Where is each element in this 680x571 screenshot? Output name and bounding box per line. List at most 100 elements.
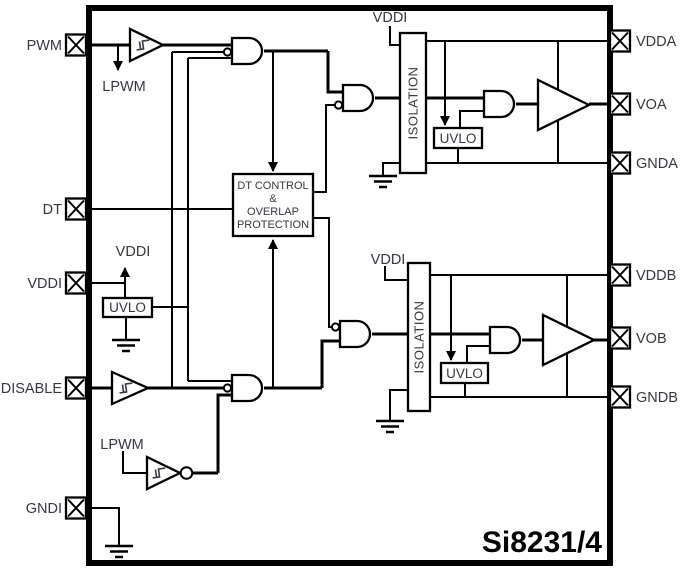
pin-x-icon bbox=[67, 35, 85, 55]
pin-x-icon bbox=[67, 273, 85, 293]
invert-bubble bbox=[330, 322, 341, 332]
wire-b1-out bbox=[264, 339, 340, 390]
pin-label-pwm: PWM bbox=[27, 38, 62, 54]
pin-vddb bbox=[608, 263, 632, 287]
pin-gnda bbox=[608, 151, 632, 175]
pin-vdda bbox=[608, 29, 632, 53]
wire-dtcontrol-to-a2 bbox=[313, 104, 335, 193]
pin-disable bbox=[64, 376, 88, 400]
isolation-b-text: ISOLATION bbox=[412, 301, 427, 374]
hysteresis-icon bbox=[119, 382, 133, 394]
gates bbox=[110, 27, 597, 491]
pin-x-icon bbox=[67, 199, 85, 219]
hysteresis-icon bbox=[136, 39, 150, 51]
pin-vddi bbox=[64, 271, 88, 295]
and-gate-b3 bbox=[488, 325, 522, 355]
output-driver-b bbox=[541, 313, 597, 367]
pin-label-vddb: VDDB bbox=[636, 268, 676, 284]
dt-control-text-1: DT CONTROL bbox=[237, 180, 308, 192]
invert-bubble bbox=[179, 466, 194, 480]
part-number: Si8231/4 bbox=[482, 526, 602, 559]
net-label-lpwm-top: LPWM bbox=[102, 79, 146, 95]
wire-vddi-stub-a bbox=[389, 26, 400, 46]
wire-lpwm-bottom-feed bbox=[122, 451, 147, 474]
pin-label-voa: VOA bbox=[636, 97, 667, 113]
invert-bubble bbox=[222, 383, 233, 393]
net-label-vddi-iso-b: VDDI bbox=[371, 252, 406, 268]
wire-uvlo-b-feed bbox=[466, 345, 490, 363]
isolation-a-block: ISOLATION bbox=[398, 31, 428, 175]
wire-inverter-out bbox=[192, 393, 232, 475]
and-gate-b2 bbox=[330, 319, 372, 349]
function-blocks: DT CONTROL & OVERLAP PROTECTION UVLO ISO… bbox=[101, 31, 490, 413]
ground-gndi bbox=[105, 544, 133, 559]
net-label-vddi-uvlo: VDDI bbox=[116, 244, 151, 260]
wire-uvlo-bus-x188 bbox=[187, 57, 232, 382]
dt-control-text-2: & bbox=[269, 193, 277, 205]
invert-bubble bbox=[333, 100, 344, 110]
pin-label-disable: DISABLE bbox=[1, 381, 63, 397]
pin-voa bbox=[608, 92, 632, 116]
pin-label-gndb: GNDB bbox=[636, 390, 678, 406]
pin-label-gndi: GNDI bbox=[26, 501, 62, 517]
wire-vddi-stub-b bbox=[384, 266, 408, 281]
pin-x-icon bbox=[67, 378, 85, 398]
pin-dt bbox=[64, 197, 88, 221]
pin-label-vob: VOB bbox=[636, 331, 667, 347]
net-label-vddi-iso-a: VDDI bbox=[373, 10, 408, 26]
schmitt-buffer-pwm bbox=[128, 27, 166, 63]
ground-isolation-b bbox=[376, 419, 404, 434]
wire-disable-bus-x172 bbox=[171, 51, 224, 388]
schmitt-inverter-lpwm bbox=[145, 455, 194, 491]
uvlo-input-text: UVLO bbox=[109, 300, 146, 315]
pin-gndi bbox=[64, 496, 88, 520]
uvlo-a-text: UVLO bbox=[440, 131, 477, 146]
pin-x-icon bbox=[611, 153, 629, 173]
pin-label-dt: DT bbox=[43, 202, 62, 218]
uvlo-b-text: UVLO bbox=[446, 366, 483, 381]
invert-bubble bbox=[222, 47, 233, 57]
wire-isolation-a-gnd bbox=[382, 162, 400, 175]
output-driver-a bbox=[536, 78, 592, 132]
pin-x-icon bbox=[611, 94, 629, 114]
wire-a1-to-a2-top bbox=[326, 51, 343, 94]
and-gate-a1 bbox=[222, 36, 264, 66]
pin-x-icon bbox=[611, 265, 629, 285]
ground-symbols bbox=[105, 174, 404, 559]
pin-gndb bbox=[608, 385, 632, 409]
pin-x-icon bbox=[611, 387, 629, 407]
pins bbox=[64, 29, 632, 520]
channel-a-wires bbox=[382, 26, 610, 175]
dt-control-block: DT CONTROL & OVERLAP PROTECTION bbox=[231, 172, 315, 238]
uvlo-a-block: UVLO bbox=[432, 126, 484, 150]
isolation-b-block: ISOLATION bbox=[406, 261, 432, 413]
pin-label-vdda: VDDA bbox=[636, 34, 677, 50]
and-gate-a2 bbox=[333, 83, 375, 113]
schmitt-buffer-disable bbox=[110, 370, 151, 406]
hysteresis-icon bbox=[152, 467, 166, 479]
ground-isolation-a bbox=[369, 174, 397, 189]
dt-control-text-4: PROTECTION bbox=[237, 219, 309, 231]
and-gate-b1 bbox=[222, 373, 264, 403]
wire-gndi bbox=[86, 507, 120, 545]
isolation-a-text: ISOLATION bbox=[406, 67, 421, 140]
pin-label-vddi: VDDI bbox=[27, 276, 62, 292]
and-gate-a3 bbox=[482, 89, 516, 119]
pin-x-icon bbox=[611, 31, 629, 51]
pin-label-gnda: GNDA bbox=[636, 156, 678, 172]
wire-isolation-b-gnd bbox=[389, 389, 408, 420]
uvlo-b-block: UVLO bbox=[439, 361, 490, 385]
ground-uvlo-input bbox=[112, 338, 140, 353]
wire-uvlo-a-feed bbox=[459, 110, 484, 128]
pin-vob bbox=[608, 326, 632, 350]
pin-x-icon bbox=[611, 328, 629, 348]
pin-labels: PWM DT VDDI DISABLE GNDI VDDA VOA GNDA V… bbox=[1, 34, 678, 517]
net-label-lpwm-bottom: LPWM bbox=[100, 437, 144, 453]
dt-control-text-3: OVERLAP bbox=[247, 206, 299, 218]
input-side-wires bbox=[86, 43, 408, 545]
wire-dtcontrol-to-b2 bbox=[313, 217, 332, 328]
uvlo-input-block: UVLO bbox=[101, 296, 154, 319]
net-labels: LPWM VDDI LPWM VDDI VDDI bbox=[100, 10, 407, 453]
